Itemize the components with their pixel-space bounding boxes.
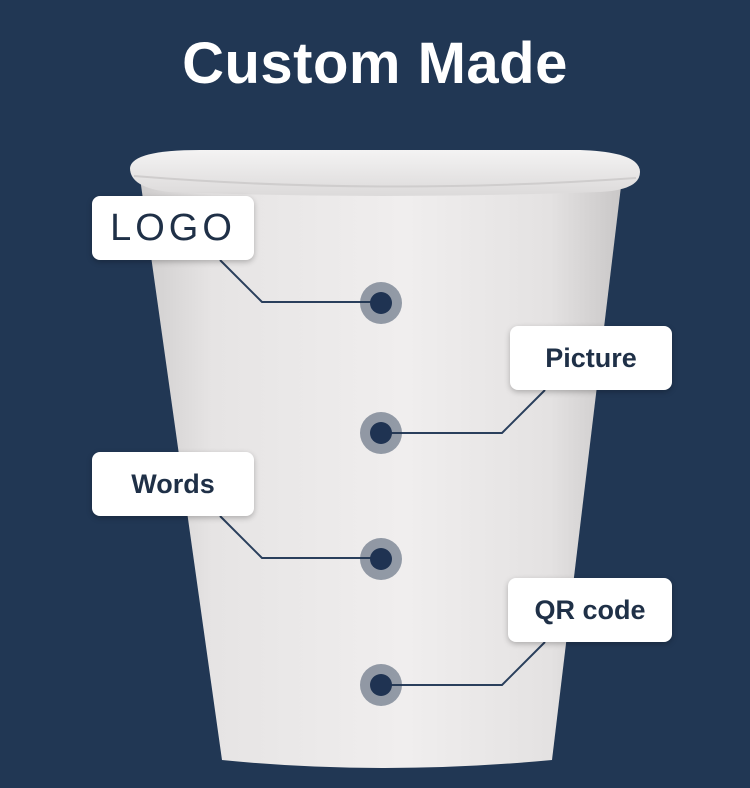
qr-code-label: QR code: [508, 578, 672, 642]
picture-label: Picture: [510, 326, 672, 390]
logo-label: LOGO: [92, 196, 254, 260]
leader-line-picture: [380, 389, 546, 434]
leader-line-words: [219, 515, 380, 559]
page-title: Custom Made: [182, 31, 568, 96]
marker-dot-words: [360, 538, 402, 580]
leader-line-qr: [380, 641, 546, 686]
leader-line-logo: [219, 259, 380, 303]
marker-dot-logo: [360, 282, 402, 324]
marker-dot-picture: [360, 412, 402, 454]
words-label: Words: [92, 452, 254, 516]
cup-body: [140, 178, 622, 768]
cup-rim: [130, 150, 640, 196]
marker-dot-qr-code: [360, 664, 402, 706]
